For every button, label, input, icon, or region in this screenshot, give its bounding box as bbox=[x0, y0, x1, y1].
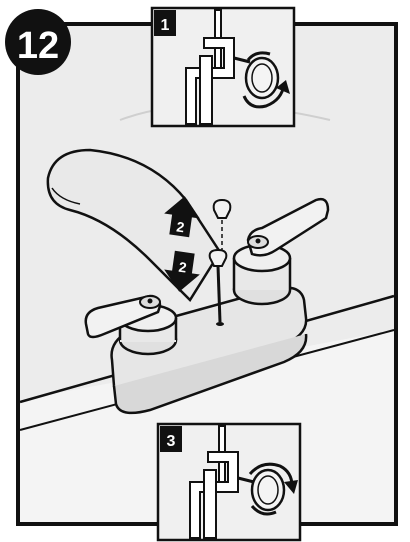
detail-panel-top: 1 bbox=[152, 8, 294, 126]
detail-label-3: 3 bbox=[167, 433, 176, 450]
detail-panel-bottom: 3 bbox=[158, 424, 300, 540]
detail-label-1: 1 bbox=[161, 17, 170, 34]
step-number: 12 bbox=[17, 25, 59, 67]
step-number-badge: 12 bbox=[5, 9, 71, 75]
